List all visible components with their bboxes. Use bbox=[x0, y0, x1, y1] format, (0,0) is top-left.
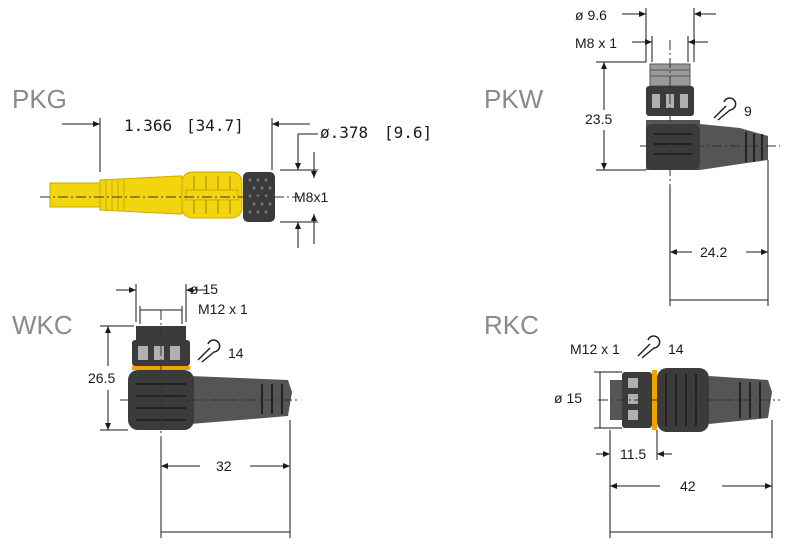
pkg-diameter-mm: [9.6] bbox=[384, 123, 432, 142]
wkc-wrench: 14 bbox=[228, 345, 244, 361]
wrench-icon bbox=[713, 97, 737, 121]
pkw-height: 23.5 bbox=[585, 111, 612, 127]
pkg-body bbox=[99, 175, 183, 215]
wkc-thread: M12 x 1 bbox=[198, 301, 248, 317]
pkg-length-in: 1.366 bbox=[124, 116, 172, 135]
wkc-length: 32 bbox=[216, 458, 232, 474]
pkw-drawing: PKW ø 9.6 M8 x 1 bbox=[484, 7, 780, 306]
wkc-drawing: WKC ø 15 M12 x 1 26.5 bbox=[12, 281, 300, 538]
wkc-height: 26.5 bbox=[88, 370, 115, 386]
pkw-label: PKW bbox=[484, 84, 544, 114]
pkg-drawing: PKG 1.366 [34.7] bbox=[12, 84, 432, 248]
rkc-nut-length: 11.5 bbox=[620, 446, 646, 462]
pkg-length-mm: [34.7] bbox=[186, 116, 244, 135]
pkg-diameter-in: ø.378 bbox=[320, 123, 368, 142]
pkg-thread: M8x1 bbox=[294, 189, 328, 205]
rkc-diameter: ø 15 bbox=[554, 390, 582, 406]
wkc-diameter: ø 15 bbox=[190, 281, 218, 297]
pkw-length: 24.2 bbox=[700, 244, 727, 260]
pkw-thread: M8 x 1 bbox=[575, 35, 617, 51]
rkc-label: RKC bbox=[484, 310, 539, 340]
pkg-cable bbox=[49, 182, 103, 208]
wrench-icon bbox=[197, 339, 221, 363]
pkw-diameter: ø 9.6 bbox=[575, 7, 607, 23]
rkc-drawing: RKC M12 x 1 14 ø 15 bbox=[484, 310, 780, 538]
rkc-wrench: 14 bbox=[668, 341, 684, 357]
pkw-wrench: 9 bbox=[744, 103, 752, 119]
pkg-label: PKG bbox=[12, 84, 67, 114]
wrench-icon bbox=[637, 335, 661, 359]
wkc-label: WKC bbox=[12, 310, 73, 340]
rkc-length: 42 bbox=[680, 478, 696, 494]
rkc-thread: M12 x 1 bbox=[570, 341, 620, 357]
